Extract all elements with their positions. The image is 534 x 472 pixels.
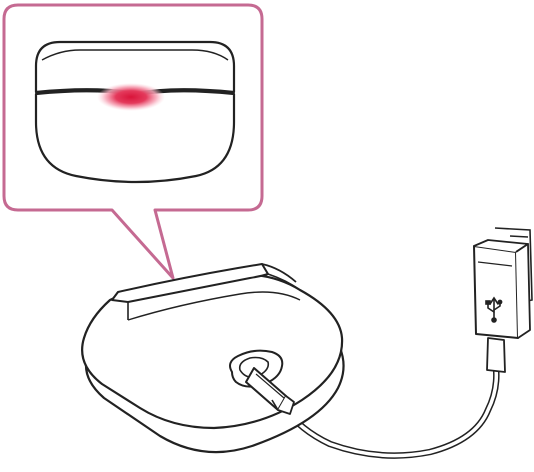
callout-case xyxy=(36,42,234,182)
callout-bubble xyxy=(4,5,262,278)
charging-case xyxy=(82,264,343,452)
indicator-lamp xyxy=(97,83,165,111)
